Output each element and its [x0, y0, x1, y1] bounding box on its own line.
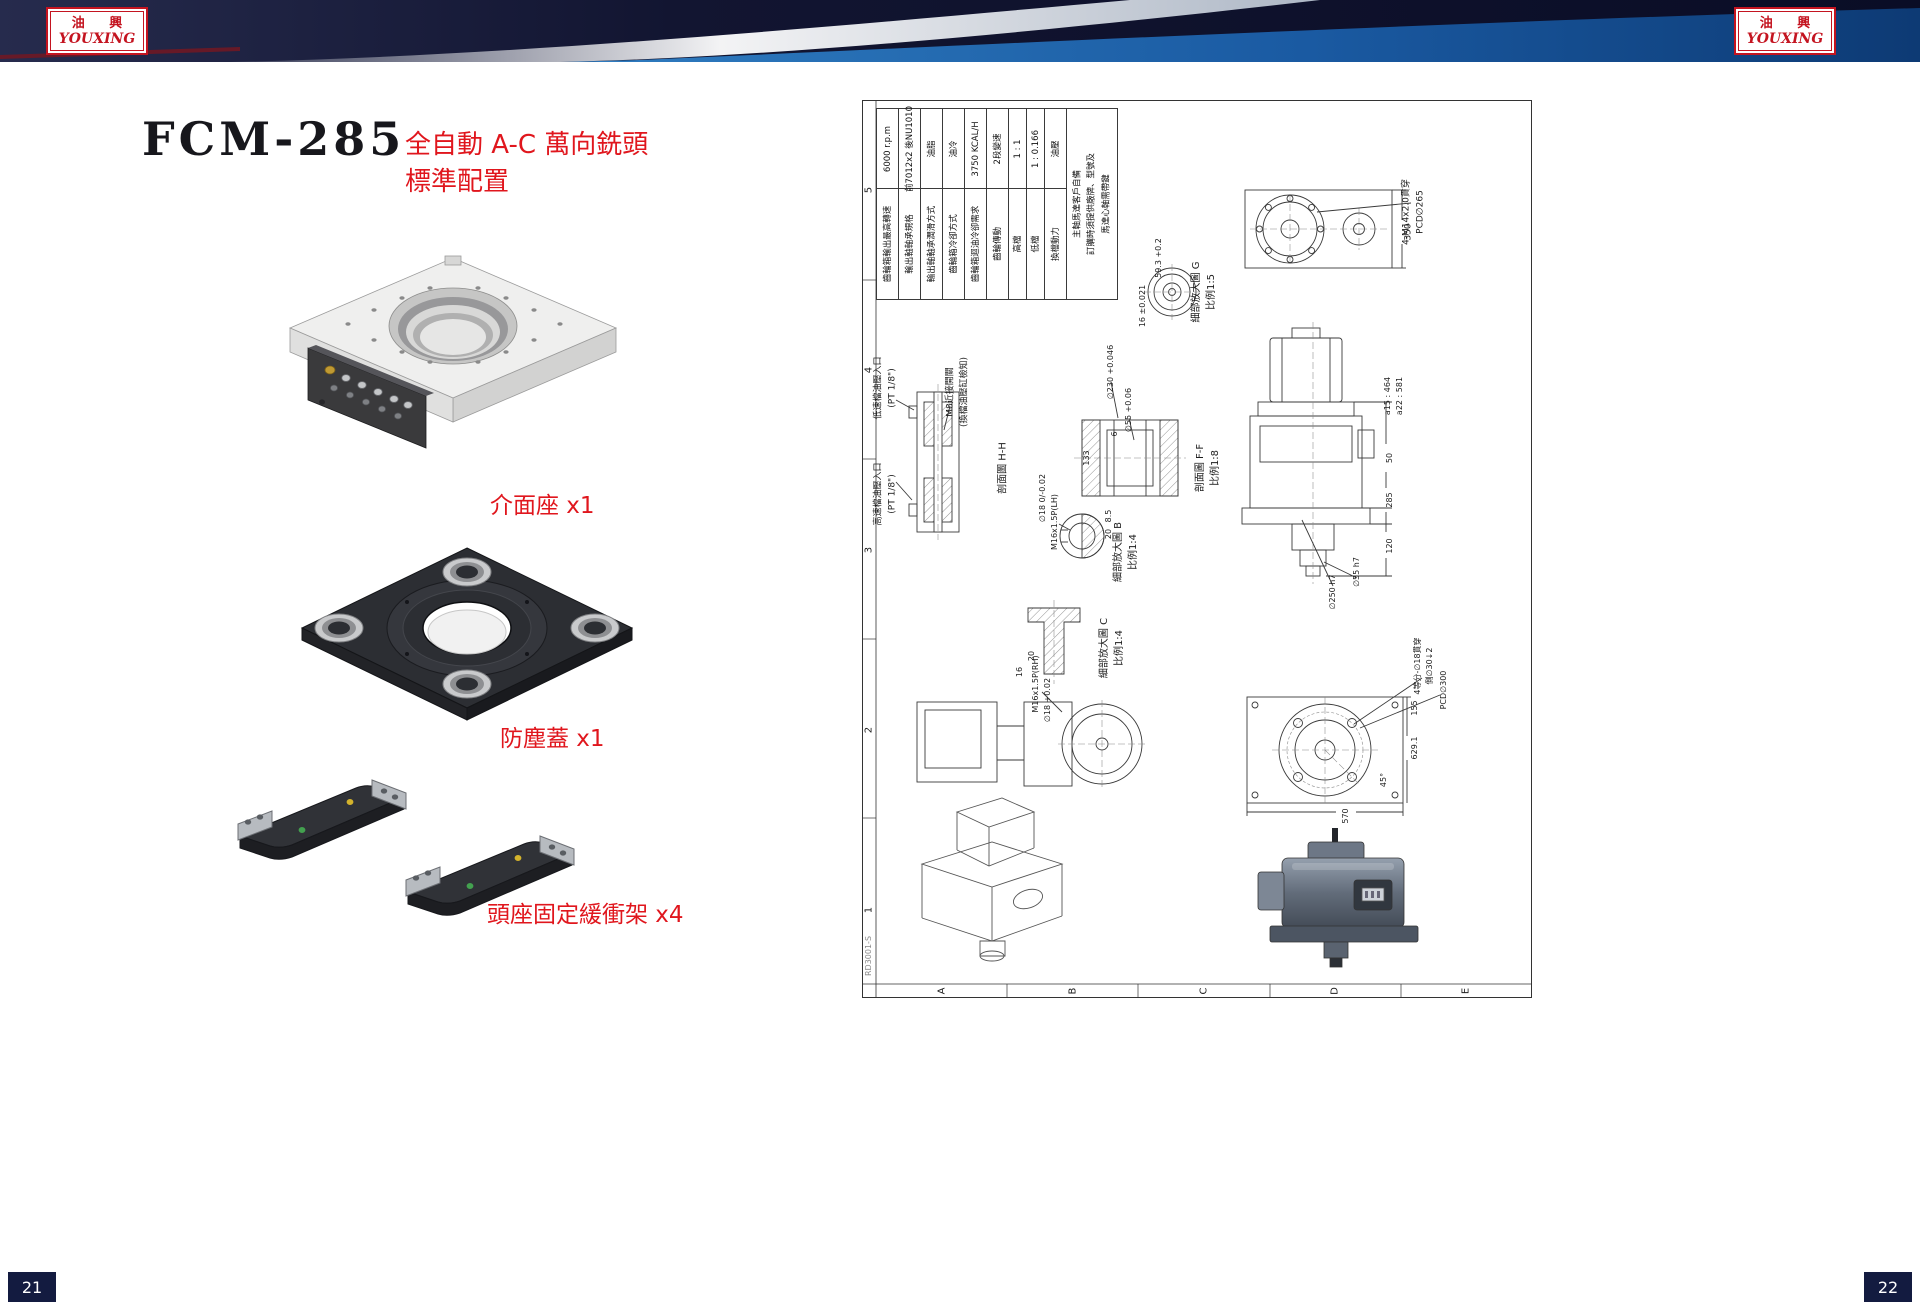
caption-dust-cover: 防塵蓋 x1: [500, 726, 605, 752]
header-decoration: [0, 0, 1920, 62]
drawing-annotation: 2: [863, 726, 875, 734]
drawing-annotation: 4等分-∅18貫穿 側∅30↓2: [1413, 637, 1434, 695]
drawing-annotation: 45°: [1379, 772, 1388, 788]
spec-column: 油脂輸出軸軸承潤滑方式: [921, 109, 943, 299]
drawing-annotation: 6: [1110, 431, 1119, 437]
subtitle: 全自動 A-C 萬向銑頭 標準配置: [405, 127, 648, 201]
product-image-interface-seat: [278, 252, 628, 496]
drawing-annotation: A: [936, 987, 948, 995]
subtitle-line1: 全自動 A-C 萬向銑頭: [405, 130, 649, 160]
drawing-annotation: 16: [1015, 666, 1024, 678]
drawing-annotation: D: [1329, 987, 1341, 995]
drawing-annotation: 629.1: [1410, 736, 1419, 760]
brand-logo-left: 油 興 YOUXING: [46, 7, 148, 55]
drawing-annotation: 高速檔油壓入口 (PT 1/8"): [873, 462, 898, 526]
drawing-annotation: B: [1067, 987, 1079, 995]
drawing-annotation: ∅18 +0.02: [1043, 677, 1052, 723]
drawing-annotation: RD3001-S: [864, 935, 873, 977]
drawing-annotation: 剖面圖 F-F 比例1:8: [1195, 443, 1221, 493]
drawing-annotation: 16 ±0.021: [1138, 284, 1147, 328]
spec-column: 2段變速齒輪傳動: [987, 109, 1009, 299]
logo-chinese-text: 油 興: [71, 15, 133, 31]
drawing-annotation: ∅230 +0.046: [1106, 344, 1115, 400]
drawing-annotation: E: [1460, 987, 1472, 995]
drawing-annotation: 細部放大圖 G 比例1:5: [1191, 261, 1217, 323]
drawing-annotation: 120: [1385, 538, 1394, 554]
drawing-annotation: 350: [1403, 223, 1414, 241]
drawing-annotation: 570: [1341, 808, 1350, 824]
page-number-right: 22: [1864, 1272, 1912, 1302]
drawing-annotation: M8近接開關 (換檔油壓缸檢知): [945, 356, 970, 428]
drawing-annotation: 50: [1385, 452, 1394, 464]
drawing-annotation: ∅55 +0.06: [1124, 387, 1133, 433]
drawing-annotation: 155: [1410, 700, 1419, 716]
drawing-annotation: 低速檔油壓入口 (PT 1/8"): [873, 356, 898, 420]
product-image-dust-cover: [292, 540, 642, 739]
logo-english-text: YOUXING: [1746, 30, 1824, 47]
buffer-brackets-render: [237, 779, 575, 916]
drawing-annotation: 8.5: [1104, 509, 1113, 523]
dust-cover-render: [300, 547, 634, 721]
caption-interface-seat: 介面座 x1: [490, 493, 595, 519]
drawing-annotation: M16x1.5P(LH): [1050, 493, 1059, 551]
brand-logo-right: 油 興 YOUXING: [1734, 7, 1836, 55]
drawing-annotation: C: [1198, 987, 1210, 995]
interface-seat-render: [288, 255, 618, 449]
drawing-annotation: ∅18 0/-0.02: [1038, 473, 1047, 523]
page-number-left: 21: [8, 1272, 56, 1302]
drawing-annotation: 5: [863, 186, 875, 194]
logo-english-text: YOUXING: [58, 30, 136, 47]
header-band: 油 興 YOUXING 油 興 YOUXING: [0, 0, 1920, 62]
drawing-annotation: 細部放大圖 C 比例1:4: [1099, 617, 1125, 679]
drawing-annotation: ∅250 h7: [1328, 574, 1337, 610]
caption-buffer-brackets: 頭座固定緩衝架 x4: [487, 902, 684, 928]
spec-column: 油壓換檔動力: [1045, 109, 1067, 299]
drawing-annotation: 1: [863, 906, 875, 914]
model-title: FCM-285: [142, 112, 406, 166]
product-image-buffer-brackets: [230, 748, 620, 937]
drawing-annotation: 133: [1082, 450, 1091, 466]
drawing-annotation: ∅55 h7: [1352, 557, 1361, 587]
spec-column: 油冷齒輪箱冷卻方式: [943, 109, 965, 299]
drawing-annotation: 3: [863, 546, 875, 554]
drawing-linework: [862, 100, 1532, 998]
subtitle-line2: 標準配置: [405, 167, 510, 197]
drawing-annotation: 59.3 +0.2: [1154, 238, 1163, 278]
drawing-annotation: 剖面圖 H-H: [997, 442, 1009, 494]
drawing-annotation: 285: [1385, 492, 1394, 508]
drawing-annotation: a15 : 464 a22 : 581: [1383, 376, 1404, 416]
drawing-annotation: 細部放大圖 B 比例1:4: [1113, 521, 1139, 583]
logo-chinese-text: 油 興: [1759, 15, 1821, 31]
drawing-annotation: PCD∅300: [1439, 670, 1448, 710]
drawing-annotation: 4: [863, 366, 875, 374]
drawing-annotation: M16x1.5P(RH): [1031, 655, 1040, 713]
